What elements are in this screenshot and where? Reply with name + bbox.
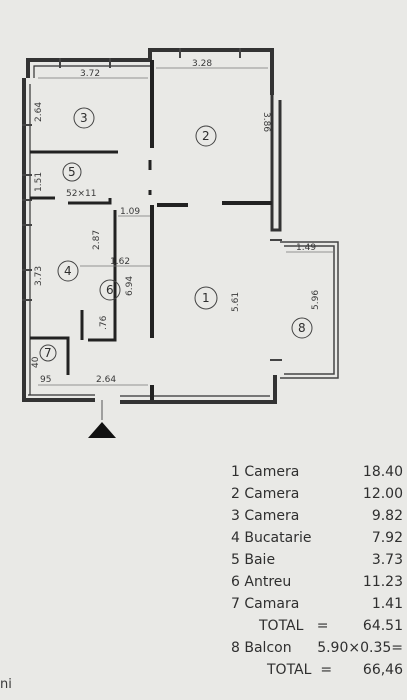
legend-area: 11.23 [362, 574, 403, 590]
grand-total-value: 66,46 [362, 662, 403, 678]
room-number-2: 2 [202, 129, 210, 143]
legend-area: 3.73 [371, 552, 403, 568]
window-marks [22, 48, 282, 361]
room-number-4: 4 [64, 264, 72, 278]
balcony-outline [280, 241, 339, 379]
area-legend: 1 Camera 18.40 2 Camera 12.00 3 Camera 9… [225, 464, 405, 684]
room-number-3: 3 [80, 111, 88, 125]
dim-596: 5.96 [311, 290, 321, 310]
legend-area: 1.41 [371, 596, 403, 612]
outer-walls [22, 48, 282, 404]
dim-95: 95 [40, 375, 51, 385]
legend-num: 2 [231, 486, 240, 502]
legend-num: 8 [231, 640, 240, 656]
legend-row-5: 5 Baie 3.73 [225, 552, 405, 574]
legend-name: Antreu [244, 574, 292, 590]
room-markers [39, 107, 313, 362]
legend-grand-total: TOTAL = 66,46 [225, 662, 405, 684]
legend-num: 7 [231, 596, 240, 612]
dim-109: 1.09 [120, 207, 140, 217]
dim-40: 40 [31, 356, 41, 368]
dimension-lines [38, 67, 334, 386]
entrance-arrow-icon [88, 422, 116, 438]
grand-total-eq: = [320, 662, 333, 678]
legend-row-6: 6 Antreu 11.23 [225, 574, 405, 596]
legend-area: 12.00 [362, 486, 403, 502]
grand-total-label: TOTAL [267, 662, 312, 678]
dim-264-bottom: 2.64 [96, 375, 116, 385]
legend-row-7: 7 Camara 1.41 [225, 596, 405, 618]
room-number-8: 8 [298, 321, 306, 335]
legend-area: 9.82 [371, 508, 403, 524]
balcony-formula: 5.90×0.35= [317, 640, 403, 656]
dim-328: 3.28 [192, 59, 212, 69]
legend-num: 6 [231, 574, 240, 590]
dim-373: 3.73 [34, 266, 44, 286]
legend-row-3: 3 Camera 9.82 [225, 508, 405, 530]
legend-name: Camara [244, 596, 300, 612]
dim-151: 1.51 [34, 172, 44, 192]
legend-num: 3 [231, 508, 240, 524]
dim-76: .76 [99, 315, 109, 330]
legend-num: 4 [231, 530, 240, 546]
legend-name: Camera [244, 508, 300, 524]
legend-name: Baie [244, 552, 276, 568]
total-label: TOTAL [259, 618, 304, 634]
floor-plan: 3 2 5 4 6 1 7 8 3.72 3.28 2.64 3.86 1.51… [22, 48, 339, 438]
legend-row-2: 2 Camera 12.00 [225, 486, 405, 508]
room-number-5: 5 [68, 165, 76, 179]
legend-num: 1 [231, 464, 240, 480]
dim-149: 1.49 [296, 243, 316, 253]
legend-area: 7.92 [371, 530, 403, 546]
legend-total: TOTAL = 64.51 [225, 618, 405, 640]
dim-372: 3.72 [80, 69, 100, 79]
legend-area: 18.40 [362, 464, 403, 480]
legend-name: Camera [244, 486, 300, 502]
dim-162: 1.62 [110, 257, 130, 267]
legend-name: Camera [244, 464, 300, 480]
legend-name: Balcon [244, 640, 292, 656]
room-number-1: 1 [202, 291, 210, 305]
legend-row-4: 4 Bucatarie 7.92 [225, 530, 405, 552]
legend-num: 5 [231, 552, 240, 568]
dim-694: 6.94 [125, 276, 135, 296]
dim-52x11: 52×11 [66, 189, 96, 199]
dim-561: 5.61 [231, 292, 241, 312]
dim-386: 3.86 [261, 112, 271, 132]
dim-264-left: 2.64 [34, 102, 44, 122]
total-eq: = [316, 618, 329, 634]
legend-row-1: 1 Camera 18.40 [225, 464, 405, 486]
dim-287: 2.87 [92, 230, 102, 250]
legend-name: Bucatarie [244, 530, 312, 546]
interior-walls [30, 60, 272, 400]
room-number-6: 6 [106, 283, 114, 297]
total-value: 64.51 [362, 618, 403, 634]
legend-balcony: 8 Balcon 5.90×0.35= [225, 640, 405, 662]
room-number-7: 7 [44, 346, 52, 360]
corner-text: ni [0, 677, 12, 692]
